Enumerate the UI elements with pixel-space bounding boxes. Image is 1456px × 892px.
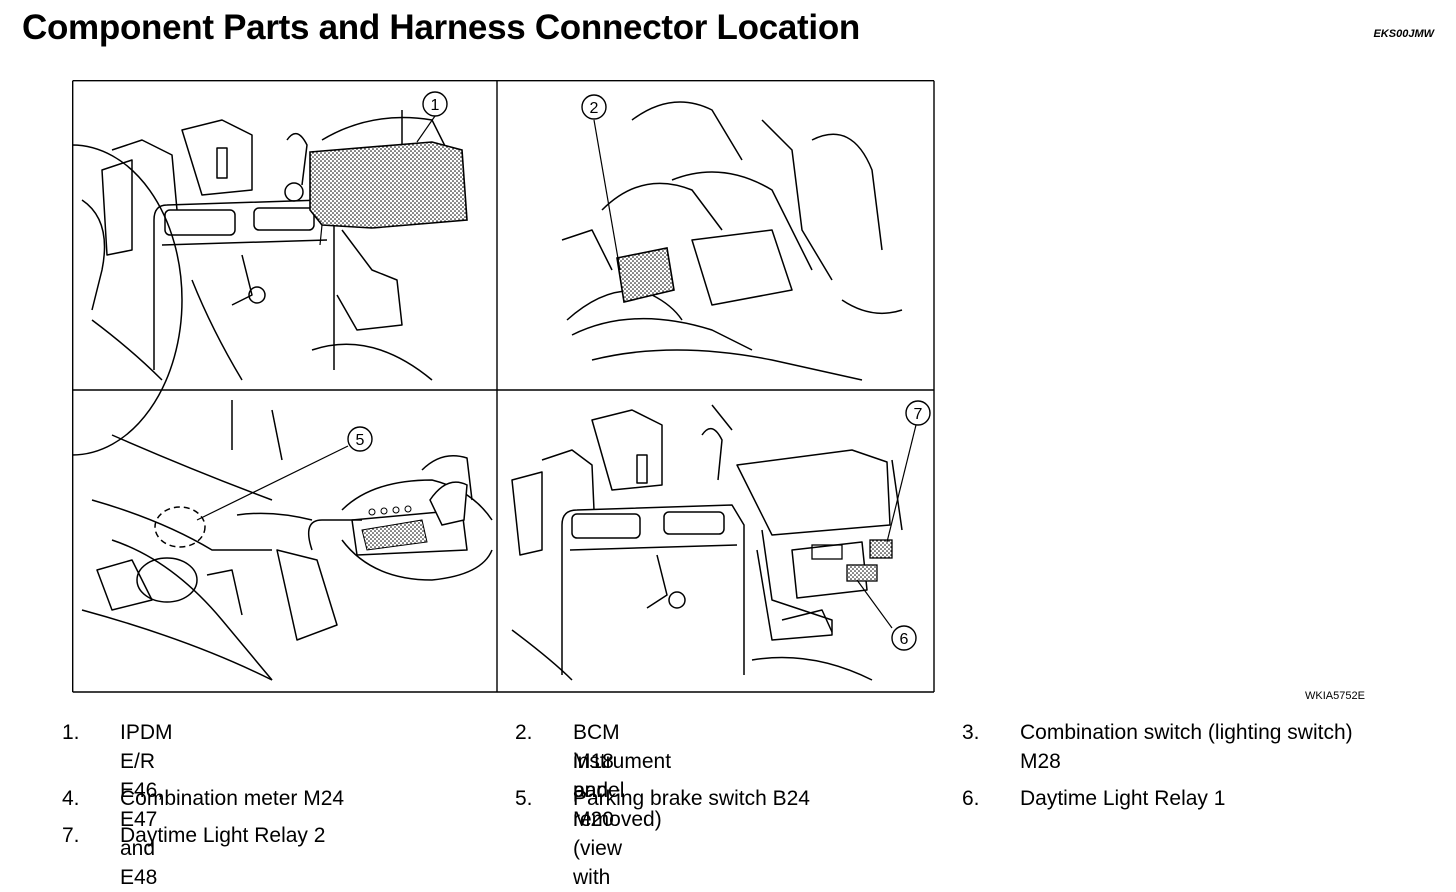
legend-item-number: 5. [515,787,533,810]
legend-item-text: Daytime Light Relay 1 [1020,787,1226,810]
panel-bcm [561,101,903,381]
callout-6-label: 6 [900,631,909,648]
callout-7: 7 [905,400,931,426]
legend-item-number: 4. [62,787,80,810]
callout-7-leader [886,424,917,543]
relay-boxes [811,539,893,582]
shifter-detail [361,481,468,551]
legend-item-number: 2. [515,721,533,744]
legend: 1. IPDM E/R E46, E47 and E48 2. BCM M18 … [0,718,1456,889]
legend-item-text: IPDM E/R E46, E47 and E48 [120,721,173,889]
panel-grid [72,80,935,693]
callout-7-label: 7 [914,406,923,423]
callout-6: 6 [891,625,917,651]
panel-relays [511,404,903,681]
ipdm-box [309,141,468,246]
callout-2-leader [593,119,621,271]
legend-item-text: Combination meter M24 [120,787,345,810]
legend-item-text: Combination switch (lighting switch) [1020,721,1353,744]
figure-code: WKIA5752E [1305,690,1365,702]
document-code: EKS00JMW [1373,28,1434,40]
callout-2: 2 [581,94,607,120]
legend-item-text: Parking brake switch B24 [573,787,810,810]
legend-item-number: 7. [62,824,80,847]
legend-item-number: 3. [962,721,980,744]
legend-item-text-line2: M28 [1020,750,1061,773]
callout-5-label: 5 [356,432,365,449]
callout-1-leader [416,115,436,143]
legend-item-number: 6. [962,787,980,810]
panel-ipdm [81,110,463,381]
legend-item-number: 1. [62,721,80,744]
callout-2-label: 2 [590,100,599,117]
callout-1: 1 [422,91,448,117]
callout-1-label: 1 [431,97,440,114]
figure-drawing: 1 2 [72,80,935,693]
panel-parking-brake [81,400,493,681]
bcm-unit [616,247,675,303]
component-location-figure: 1 2 [72,80,935,693]
callout-5-leader [196,445,349,521]
legend-item-text-line2: instrument panel removed) [573,750,672,831]
legend-item-text: Daytime Light Relay 2 [120,824,326,847]
panel-steering [72,144,183,456]
callout-6-leader [856,579,893,629]
callout-5: 5 [347,426,373,452]
page-title: Component Parts and Harness Connector Lo… [22,8,860,47]
